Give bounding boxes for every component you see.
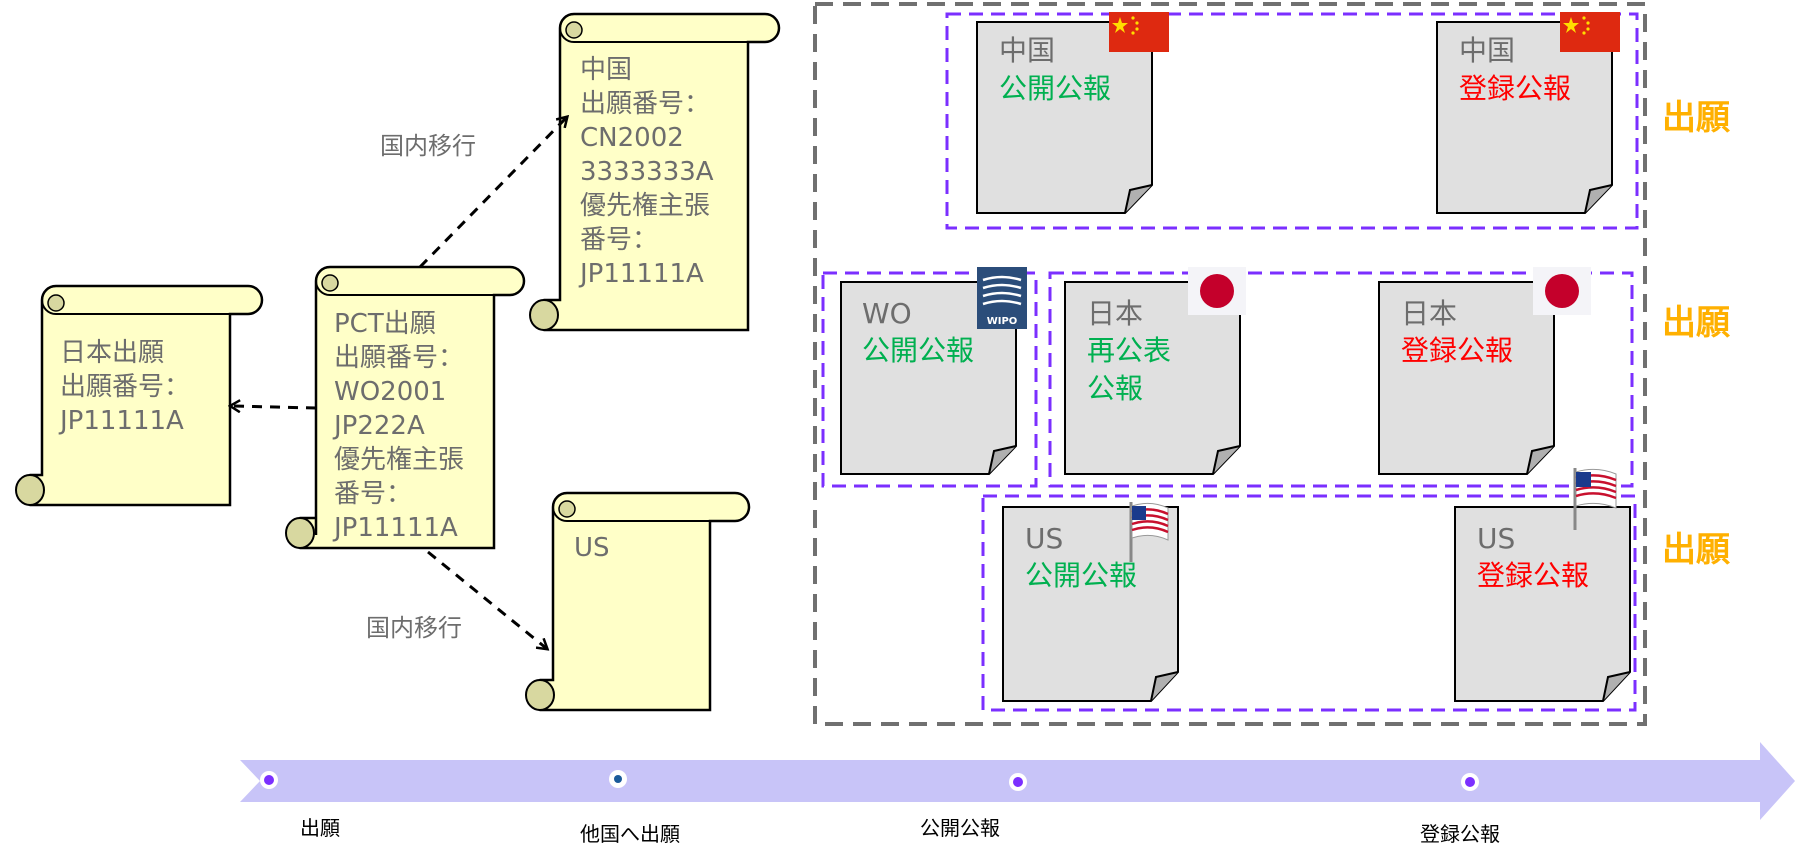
doc-country-label: US	[1477, 520, 1515, 558]
timeline-dot	[264, 775, 274, 785]
doc-country-label: 中国	[1459, 32, 1515, 70]
side-label: 出願	[1662, 295, 1730, 344]
doc-type-label: 登録公報	[1459, 70, 1571, 108]
doc-country-label: WO	[862, 295, 912, 333]
china-flag-icon	[1109, 12, 1169, 52]
scroll-us-text: US	[574, 531, 610, 565]
arrow-label-to-us: 国内移行	[366, 608, 462, 643]
doc-type-label: 登録公報	[1401, 332, 1513, 370]
side-label: 出願	[1662, 522, 1730, 571]
doc-country-label: 日本	[1087, 295, 1143, 333]
doc-type-label: 再公表 公報	[1087, 332, 1171, 408]
side-label: 出願	[1662, 90, 1730, 139]
doc-type-label: 公開公報	[862, 332, 974, 370]
doc-country-label: 日本	[1401, 295, 1457, 333]
svg-text:WIPO: WIPO	[987, 316, 1018, 327]
timeline-dot	[614, 775, 622, 783]
scroll-pct-text: PCT出願 出願番号： WO2001 JP222A 優先権主張 番号： JP11…	[334, 307, 464, 545]
doc-type-label: 公開公報	[1025, 557, 1137, 595]
wipo-logo-icon: WIPO	[977, 267, 1027, 329]
japan-flag-icon	[1533, 267, 1591, 315]
china-flag-icon	[1560, 12, 1620, 52]
doc-type-label: 登録公報	[1477, 557, 1589, 595]
doc-country-label: 中国	[999, 32, 1055, 70]
scroll-china-text: 中国 出願番号： CN2002 3333333A 優先権主張 番号： JP111…	[580, 53, 714, 291]
timeline-label: 出願	[300, 812, 340, 841]
timeline-dot	[1013, 777, 1023, 787]
arrow-to-japan	[232, 406, 316, 408]
timeline-label: 公開公報	[920, 812, 1000, 841]
doc-country-label: US	[1025, 520, 1063, 558]
japan-flag-icon	[1188, 267, 1246, 315]
arrow-label-to-china: 国内移行	[380, 126, 476, 161]
scroll-us	[526, 493, 749, 710]
scroll-japan-text: 日本出願 出願番号： JP11111A	[60, 336, 190, 438]
timeline-dot	[1465, 777, 1475, 787]
doc-type-label: 公開公報	[999, 70, 1111, 108]
